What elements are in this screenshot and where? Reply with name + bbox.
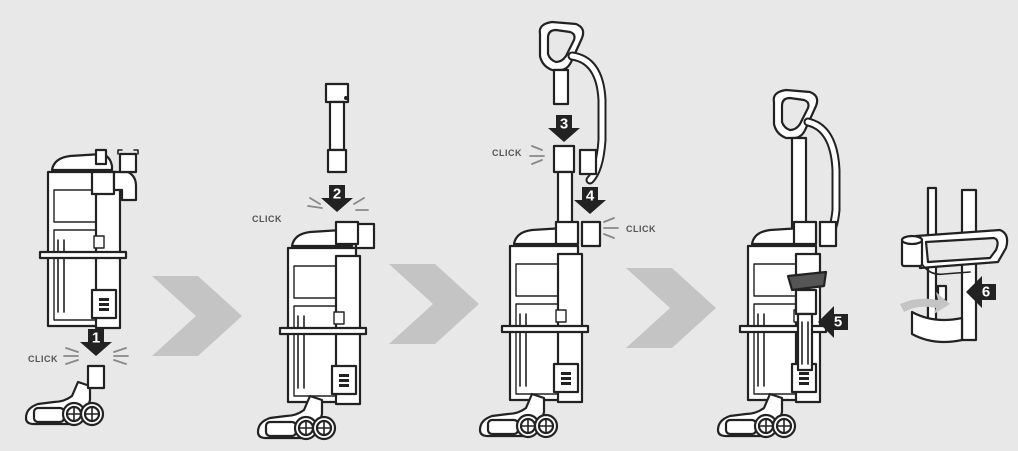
step-number-1: 1: [92, 330, 100, 347]
flow-arrow-3: [626, 268, 716, 348]
click-sound-lines-2: [307, 197, 369, 211]
hose-port-1: [90, 148, 139, 202]
click-sound-lines-4: [603, 217, 619, 239]
step-number-5: 5: [834, 314, 842, 331]
wand-base-detail-6: [910, 310, 964, 344]
nozzle-neck-1: [86, 364, 106, 390]
panel-step-5: 5: [716, 88, 848, 439]
click-label-1: CLICK: [28, 354, 58, 364]
panel-step-2: 2 CLICK: [252, 82, 376, 441]
handle-assembly-3: [538, 20, 607, 185]
click-sound-lines-3: [529, 145, 545, 165]
step-number-4: 4: [586, 188, 595, 205]
vacuum-body-2: [278, 228, 368, 406]
panel-step-3-4: 3 CLICK 4 CLICK: [478, 20, 656, 439]
ring-lower-edge-6: [921, 263, 971, 276]
step-number-2: 2: [333, 186, 341, 203]
rotate-arrow-6: [900, 292, 950, 314]
wand-socket-2: [334, 220, 360, 246]
click-label-3: CLICK: [492, 148, 522, 158]
wand-socket-5: [792, 220, 818, 246]
step-number-3: 3: [560, 116, 568, 133]
wand-tube-2: [324, 82, 350, 174]
click-label-2: CLICK: [252, 214, 282, 224]
wand-socket-3: [554, 220, 580, 246]
panel-step-6-detail: 6: [900, 186, 1009, 344]
wand-tube-3: [556, 170, 574, 226]
flow-arrow-1: [152, 276, 242, 356]
handle-connector-3: [552, 144, 576, 174]
crevice-tool-5: [786, 270, 828, 372]
panel-step-1: 1 CLICK: [24, 148, 139, 427]
step-number-6: 6: [982, 284, 990, 301]
vacuum-body-3: [500, 226, 590, 404]
hose-port-3: [580, 220, 602, 248]
click-label-4: CLICK: [626, 224, 656, 234]
flow-arrow-2: [389, 264, 479, 344]
click-sound-lines-1: [63, 347, 129, 365]
